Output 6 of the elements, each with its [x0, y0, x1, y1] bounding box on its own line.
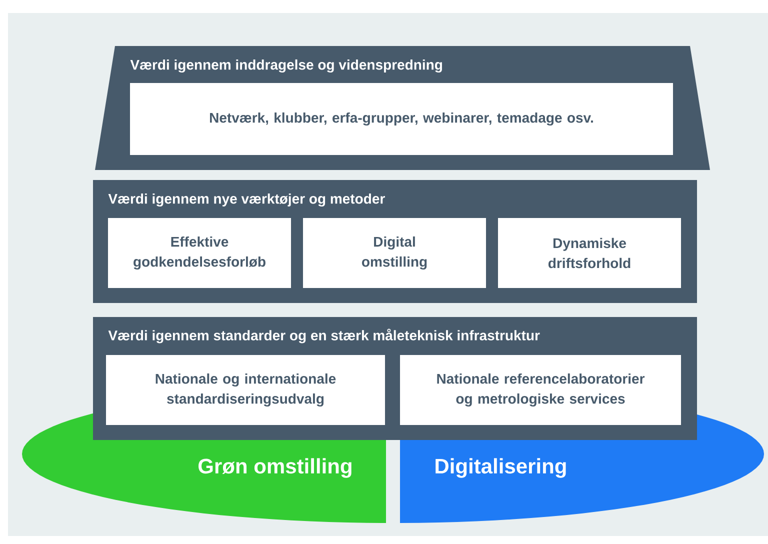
text-box: Dynamiske driftsforhold: [498, 218, 681, 288]
text-box: Nationale referencelaboratorier og metrologiske services: [400, 355, 681, 425]
text-box: Digital omstilling: [303, 218, 486, 288]
text-box: Nationale og internationale standardiseringsudvalg: [106, 355, 385, 425]
text-box: Netværk, klubber, erfa-grupper, webinarer, temadage osv.: [130, 83, 673, 155]
text-box: Effektive godkendelsesforløb: [108, 218, 291, 288]
